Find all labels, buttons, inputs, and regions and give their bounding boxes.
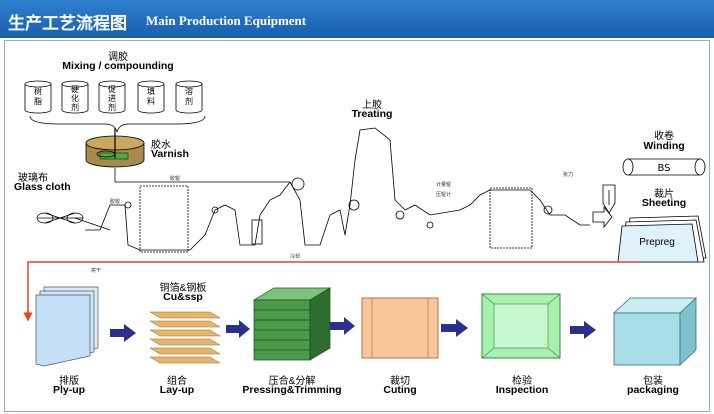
arrow-5	[570, 321, 596, 339]
winding-roll	[622, 158, 706, 176]
glass-cloth-label-cn: 玻璃布	[18, 173, 48, 184]
drum-resin	[24, 80, 52, 114]
prepreg-stack	[617, 215, 707, 263]
step-layup-en: Lay-up	[159, 384, 195, 396]
step-plyup-cn: 排版	[59, 376, 79, 387]
step-packaging-cn: 包装	[643, 376, 663, 387]
treating-label-cn: 上胶	[362, 100, 382, 111]
sheeting-knife	[602, 184, 616, 214]
press-stack	[252, 287, 332, 361]
drum-filler	[137, 80, 165, 114]
step-cutting-en: Cuting	[383, 384, 417, 396]
step-arrows	[110, 317, 596, 342]
step-pressing-cn: 压合&分解	[268, 376, 316, 387]
treating-label-en: Treating	[351, 108, 393, 120]
drum-solvent	[175, 80, 203, 114]
varnish-label-en: Varnish	[151, 148, 189, 160]
layup-stack	[149, 311, 221, 364]
copper-label-cn: 铜箔&钢板	[159, 283, 207, 294]
copper-label-en: Cu&ssp	[163, 291, 203, 303]
step-plyup-en: Ply-up	[52, 384, 86, 396]
mixing-drums	[24, 80, 203, 114]
plyup-stack	[35, 286, 99, 367]
arrow-3	[330, 317, 355, 335]
step-inspection-en: Inspection	[495, 384, 549, 396]
winding-label-cn: 收卷	[654, 131, 674, 142]
step-cutting-cn: 裁切	[390, 376, 410, 387]
arrow-1	[110, 324, 136, 342]
svg-text:张力: 张力	[563, 171, 573, 178]
step-layup-cn: 组合	[167, 376, 187, 387]
step-packaging-en: packaging	[627, 384, 679, 396]
cutting-panel	[361, 297, 439, 359]
glass-cloth-label-en: Glass cloth	[14, 181, 71, 193]
mixing-label-en: Mixing / compounding	[62, 60, 174, 72]
arrow-4	[441, 319, 468, 337]
sheeting-label-en: Sheeting	[641, 197, 687, 209]
drum-hardener	[61, 80, 89, 114]
glass-cloth-roll	[36, 212, 111, 231]
varnish-tank	[85, 128, 145, 168]
drum-label-solvent: 溶剂	[185, 86, 193, 106]
drum-label-accelerator: 促进剂	[108, 84, 116, 112]
inspection-panel	[481, 293, 561, 359]
drum-label-hardener: 硬化剂	[71, 85, 79, 112]
svg-text:计量辊: 计量辊	[436, 181, 451, 188]
sheeting-arrow	[592, 205, 613, 229]
svg-text:烘干: 烘干	[91, 267, 101, 274]
drums-brace	[29, 115, 206, 133]
drum-label-resin: 树脂	[34, 86, 42, 106]
drum-accelerator	[98, 80, 126, 114]
step-pressing-en: Pressing&Trimming	[242, 384, 342, 396]
svg-text:胶辊: 胶辊	[170, 175, 180, 182]
winding-badge: BS	[657, 163, 670, 174]
svg-text:胶辊: 胶辊	[110, 198, 120, 205]
page-title-en: Main Production Equipment	[146, 13, 307, 28]
diagram-frame	[4, 40, 710, 412]
step-inspection-cn: 检验	[512, 376, 532, 387]
treating-line	[85, 127, 590, 253]
mixing-label-cn: 调胶	[108, 52, 128, 63]
flow-line	[23, 261, 638, 322]
packaging-box	[612, 297, 698, 366]
drum-label-filler: 填料	[147, 86, 155, 106]
prepreg-label: Prepreg	[639, 237, 675, 248]
sheeting-label-cn: 裁片	[654, 189, 674, 200]
winding-label-en: Winding	[643, 140, 685, 152]
arrow-2	[226, 320, 250, 338]
svg-text:压辊计: 压辊计	[436, 191, 451, 198]
header-bar: 生产工艺流程图 Main Production Equipment	[0, 0, 714, 38]
svg-text:冷却: 冷却	[290, 253, 300, 260]
page-title-cn: 生产工艺流程图	[8, 14, 127, 34]
varnish-label-cn: 胶水	[151, 140, 171, 151]
